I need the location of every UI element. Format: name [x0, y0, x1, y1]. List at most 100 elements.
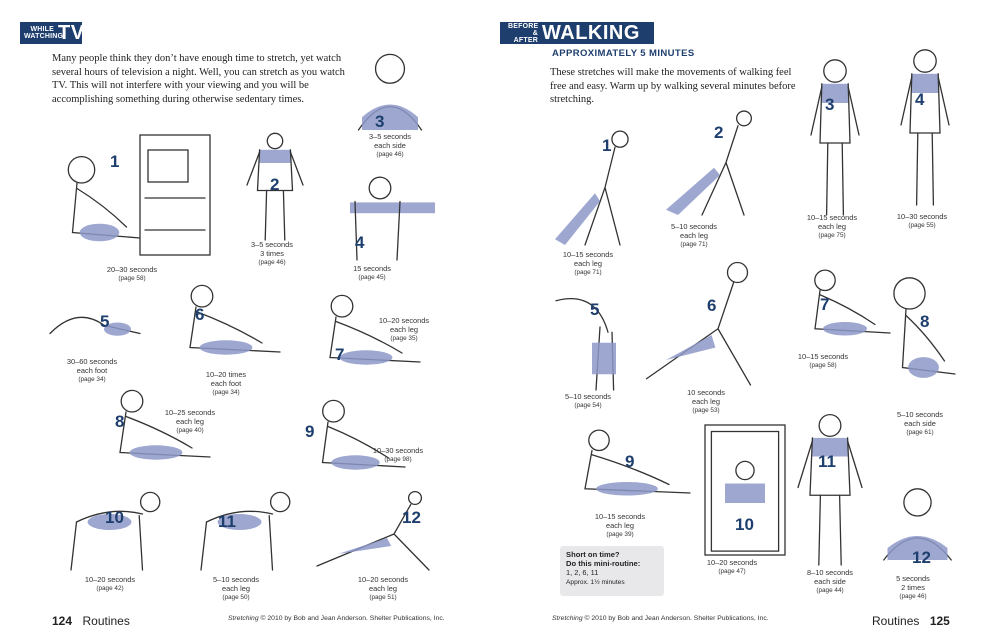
left-page: While Watching TV Many people think they…	[20, 22, 446, 628]
stretch-illustration-10	[60, 490, 170, 571]
stretch-caption: 20–30 seconds(page 58)	[90, 265, 174, 283]
stretch-caption: 10–30 seconds(page 98)	[356, 446, 440, 464]
caption-duration: each leg	[680, 231, 708, 241]
caption-duration: each foot	[76, 366, 108, 376]
stretch-number: 11	[818, 452, 836, 471]
caption-page-ref: (page 45)	[358, 274, 386, 282]
stretch-illustration-5	[548, 285, 628, 391]
caption-duration: 15 seconds	[353, 264, 391, 273]
stretch-illustration-3	[355, 45, 425, 131]
stretch-illustration-8	[885, 270, 956, 400]
stretch-illustration-10	[704, 424, 786, 556]
caption-duration: 10–15 seconds	[594, 512, 646, 521]
caption-duration: 10–25 seconds	[164, 408, 216, 417]
caption-duration: 8–10 seconds	[806, 568, 854, 577]
caption-duration: 20–30 seconds	[106, 265, 158, 274]
stretch-illustration-5	[49, 295, 141, 350]
caption-page-ref: (page 53)	[692, 407, 720, 415]
caption-page-ref: (page 61)	[906, 429, 934, 437]
stretch-caption: 10–20 seconds(page 47)	[690, 558, 774, 576]
caption-duration: 2 times	[901, 583, 925, 593]
subtitle: APPROXIMATELY 5 MINUTES	[552, 48, 695, 59]
section-tag-tv: While Watching TV	[20, 22, 84, 44]
caption-page-ref: (page 42)	[96, 585, 124, 593]
caption-page-ref: (page 34)	[212, 389, 240, 397]
tag-title: WALKING	[542, 21, 640, 44]
stretch-caption: 10–20 seconds(page 42)	[68, 575, 152, 593]
copyright: Stretching © 2010 by Bob and Jean Anders…	[228, 615, 445, 622]
stretch-number: 5	[590, 300, 600, 319]
stretch-number: 1	[110, 152, 120, 171]
stretch-illustration-3	[805, 55, 865, 216]
caption-duration: each leg	[606, 521, 634, 531]
caption-duration: each leg	[222, 584, 250, 594]
stretch-caption: 10–30 seconds(page 55)	[880, 212, 964, 230]
mini-routine-box: Short on time? Do this mini-routine: 1, …	[560, 546, 664, 596]
caption-duration: 10–20 seconds	[378, 316, 430, 325]
caption-page-ref: (page 98)	[384, 456, 412, 464]
copyright-title: Stretching	[228, 615, 259, 622]
stretch-illustration-11	[190, 490, 300, 571]
mini-routine-list: 1, 2, 6, 11	[566, 568, 599, 577]
caption-duration: 5 seconds	[896, 574, 930, 583]
caption-duration: 3–5 seconds	[369, 132, 411, 141]
caption-duration: 10 seconds	[687, 388, 725, 397]
caption-page-ref: (page 34)	[78, 376, 106, 384]
stretch-number: 12	[912, 548, 931, 567]
stretch-illustration-11	[790, 410, 870, 566]
caption-page-ref: (page 47)	[718, 568, 746, 576]
caption-duration: 5–10 seconds	[670, 222, 718, 231]
stretch-number: 9	[305, 422, 315, 441]
mini-routine-heading: Short on time?	[566, 550, 620, 559]
copyright-rest: © 2010 by Bob and Jean Anderson. Shelter…	[582, 615, 769, 622]
caption-duration: 10–20 times	[205, 370, 247, 379]
stretch-number: 2	[714, 123, 724, 142]
caption-duration: each side	[904, 419, 936, 429]
page-number: 125	[929, 614, 950, 628]
caption-page-ref: (page 71)	[574, 269, 602, 277]
caption-duration: each leg	[176, 417, 204, 427]
stretch-illustration-2	[660, 110, 780, 216]
stretch-illustration-12	[880, 480, 955, 561]
caption-page-ref: (page 58)	[118, 275, 146, 283]
caption-duration: 10–15 seconds	[562, 250, 614, 259]
caption-duration: each side	[374, 141, 406, 151]
caption-page-ref: (page 51)	[369, 594, 397, 602]
section-tag-walking: Before & After WALKING	[500, 22, 654, 44]
stretch-illustration-2	[240, 130, 310, 241]
stretch-number: 5	[100, 312, 110, 331]
caption-page-ref: (page 39)	[606, 531, 634, 539]
caption-duration: each leg	[390, 325, 418, 335]
tag-small-label: Before & After	[508, 22, 539, 44]
caption-duration: each foot	[210, 379, 242, 389]
stretch-number: 7	[335, 345, 345, 364]
intro-text: These stretches will make the movements …	[550, 67, 796, 105]
copyright-rest: © 2010 by Bob and Jean Anderson. Shelter…	[258, 615, 445, 622]
stretch-number: 10	[105, 508, 124, 527]
mini-routine-subheading: Do this mini-routine:	[566, 559, 641, 568]
caption-duration: each leg	[574, 259, 602, 269]
stretch-caption: 15 seconds(page 45)	[330, 264, 414, 282]
intro-text: Many people think they don’t have enough…	[52, 53, 345, 105]
stretch-number: 8	[920, 312, 930, 331]
caption-page-ref: (page 55)	[908, 222, 936, 230]
caption-duration: 5–10 seconds	[896, 410, 944, 419]
caption-duration: 10–20 seconds	[357, 575, 409, 584]
mini-routine-duration: Approx. 1½ minutes	[566, 579, 625, 586]
caption-duration: each leg	[369, 584, 397, 594]
caption-page-ref: (page 46)	[258, 259, 286, 267]
caption-duration: 10–20 seconds	[84, 575, 136, 584]
caption-duration: each leg	[692, 397, 720, 407]
caption-duration: 10–30 seconds	[896, 212, 948, 221]
caption-duration: 5–10 seconds	[564, 392, 612, 401]
caption-duration: each side	[814, 577, 846, 587]
caption-duration: 10–30 seconds	[372, 446, 424, 455]
